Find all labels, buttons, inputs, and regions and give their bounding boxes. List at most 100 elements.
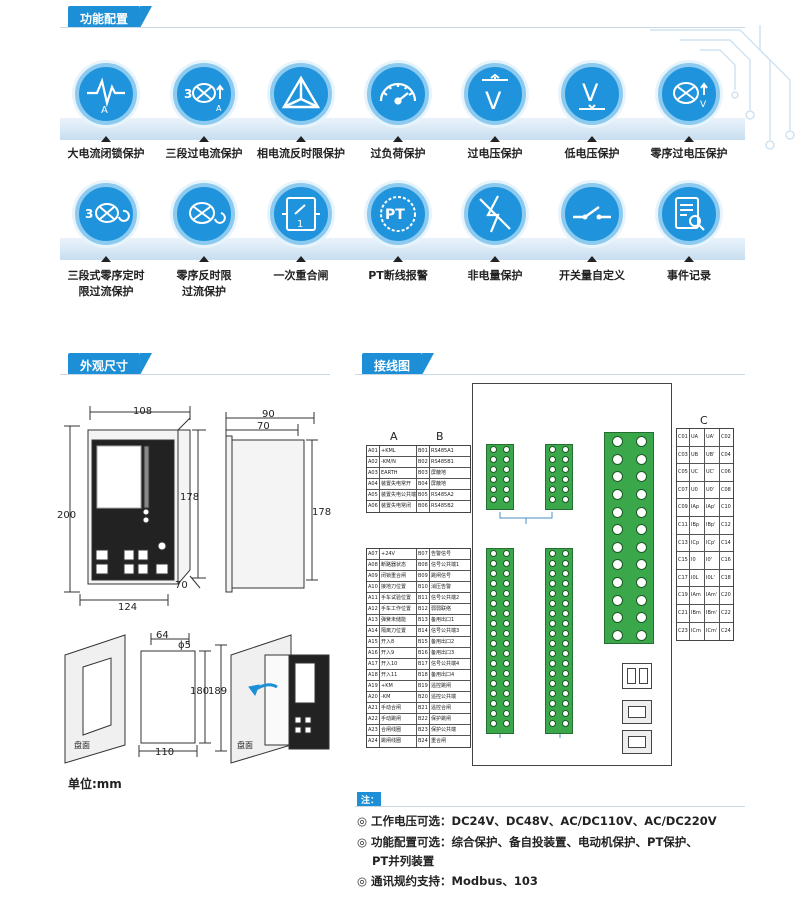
- table-cell: 告警信号: [431, 551, 452, 557]
- terminal-screw: [490, 620, 497, 627]
- dim-label: 180: [190, 686, 210, 697]
- terminal-screw: [503, 690, 510, 697]
- usb-port: [622, 663, 652, 689]
- table-cell: C24: [721, 627, 731, 634]
- table-cell: IBp: [690, 516, 705, 534]
- note-line: PT并列装置: [372, 854, 435, 868]
- terminal-pin-row: [546, 485, 572, 495]
- pointer: [393, 256, 403, 262]
- terminal-screw: [611, 594, 623, 606]
- table-cell: C14: [721, 539, 731, 546]
- dim-label: 70: [257, 421, 270, 432]
- table-cell: A18: [367, 670, 380, 680]
- terminal-screw: [549, 710, 556, 717]
- terminal-screw: [503, 620, 510, 627]
- table-cell: B23: [417, 725, 430, 735]
- table-cell: B09: [417, 571, 430, 581]
- terminal-pin-row: [546, 549, 572, 559]
- terminal-screw: [549, 550, 556, 557]
- terminal-screw: [635, 471, 647, 483]
- current-pulse-icon: A: [75, 63, 137, 125]
- terminal-screw: [611, 453, 623, 465]
- dim-label: 110: [155, 747, 175, 758]
- svg-text:V: V: [582, 79, 599, 107]
- pointer: [684, 136, 694, 142]
- terminal-screw: [562, 466, 569, 473]
- table-cell: UB: [690, 446, 705, 464]
- svg-text:3: 3: [184, 87, 192, 101]
- terminal-pin-row: [546, 495, 572, 505]
- panel-label: 盘面: [74, 741, 90, 750]
- table-cell: C17: [677, 569, 690, 587]
- table-cell: B10: [417, 582, 430, 592]
- terminal-screw: [490, 496, 497, 503]
- terminal-screw: [490, 630, 497, 637]
- table-cell: 手车工作位置: [380, 604, 417, 614]
- table-cell: A22: [367, 714, 380, 724]
- terminal-pin-row: [487, 649, 513, 659]
- terminal-screw: [549, 496, 556, 503]
- terminal-block-bottom-a: [486, 548, 514, 734]
- terminal-pin-row: [546, 649, 572, 659]
- table-cell: A15: [367, 637, 380, 647]
- table-cell: C01: [677, 429, 690, 446]
- table-cell: IBm': [705, 604, 720, 622]
- table-cell: B21: [417, 703, 430, 713]
- table-cell: A19: [367, 681, 380, 691]
- terminal-screw: [503, 590, 510, 597]
- table-cell: B20: [417, 692, 430, 702]
- pointer: [101, 136, 111, 142]
- terminal-screw: [562, 570, 569, 577]
- terminal-pin-row: [487, 495, 513, 505]
- terminal-screw: [503, 710, 510, 717]
- table-cell: A07: [367, 549, 380, 559]
- table-cell: C20: [721, 592, 731, 599]
- terminal-screw: [562, 550, 569, 557]
- table-cell: -KM: [380, 692, 417, 702]
- svg-text:A: A: [216, 104, 222, 113]
- terminal-pin-row: [605, 627, 653, 645]
- terminal-screw: [611, 577, 623, 589]
- terminal-screw: [490, 580, 497, 587]
- terminal-pin-row: [487, 455, 513, 465]
- terminal-screw: [490, 670, 497, 677]
- table-cell: B12: [417, 604, 430, 614]
- table-cell: 备用出口3: [431, 650, 455, 656]
- device-outline: [472, 383, 672, 766]
- table-cell: 开入10: [380, 659, 417, 669]
- terminal-screw: [635, 436, 647, 448]
- terminal-screw: [611, 559, 623, 571]
- table-cell: C13: [677, 534, 690, 552]
- terminal-pin-row: [546, 445, 572, 455]
- feature-label: 低电压保护: [564, 147, 620, 160]
- terminal-pin-row: [487, 629, 513, 639]
- table-cell: 合闸线圈: [380, 725, 417, 735]
- terminal-screw: [635, 541, 647, 553]
- terminal-screw: [611, 612, 623, 624]
- terminal-pin-row: [546, 629, 572, 639]
- table-cell: A20: [367, 692, 380, 702]
- table-cell: A11: [367, 593, 380, 603]
- table-cell: C05: [677, 464, 690, 481]
- terminal-pin-row: [605, 503, 653, 521]
- terminal-screw: [549, 720, 556, 727]
- terminal-screw: [562, 720, 569, 727]
- terminal-screw: [549, 650, 556, 657]
- section-divider: [355, 374, 745, 375]
- terminal-pin-row: [487, 485, 513, 495]
- table-cell: C07: [677, 481, 690, 499]
- terminal-screw: [562, 700, 569, 707]
- table-cell: 备用出口1: [431, 617, 455, 623]
- terminal-pin-row: [487, 689, 513, 699]
- terminal-screw: [549, 690, 556, 697]
- feature-label: 非电量保护: [467, 269, 523, 282]
